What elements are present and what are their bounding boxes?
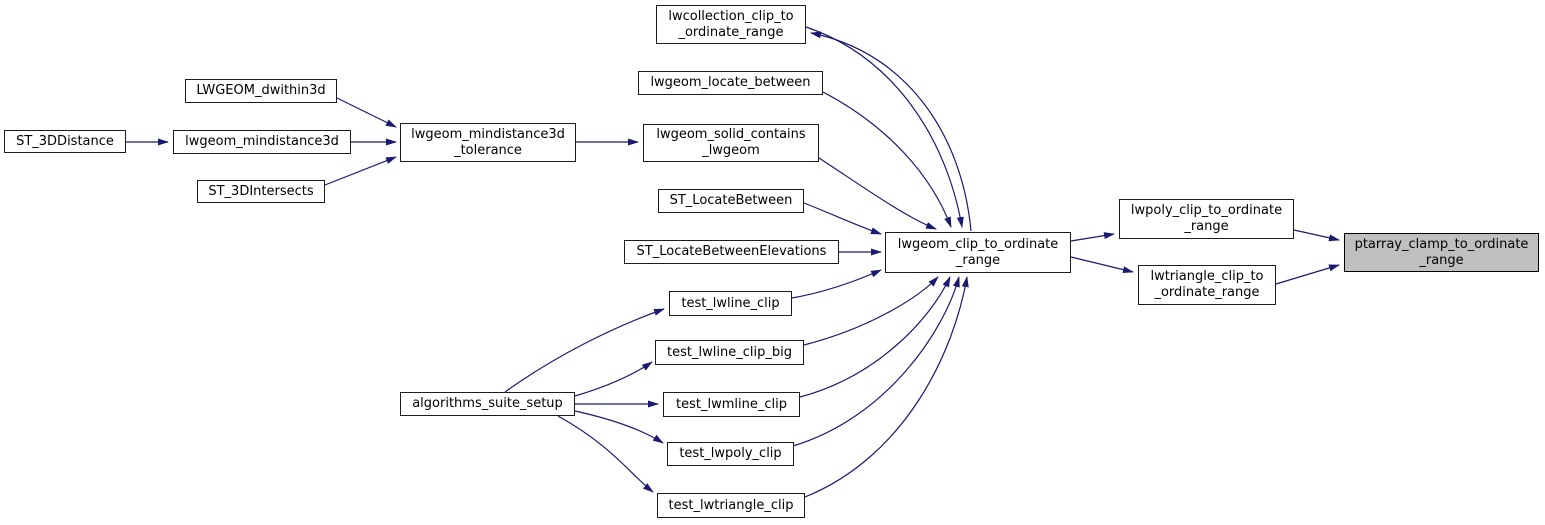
- node-lwgeom-solid-contains-lwgeom[interactable]: lwgeom_solid_contains _lwgeom: [643, 124, 819, 162]
- node-st-locatebetween[interactable]: ST_LocateBetween: [658, 189, 804, 213]
- node-lwgeom-locate-between[interactable]: lwgeom_locate_between: [638, 71, 823, 95]
- node-lwtriangle-clip-to-ordinate-range[interactable]: lwtriangle_clip_to _ordinate_range: [1138, 265, 1276, 305]
- node-test-lwpoly-clip[interactable]: test_lwpoly_clip: [667, 442, 794, 466]
- edge-st3dintersects-to-tolerance: [324, 156, 397, 186]
- node-lwpoly-clip-to-ordinate-range[interactable]: lwpoly_clip_to_ordinate _range: [1119, 199, 1294, 239]
- edge-lwtriangle-clip-to-ptarray-clamp: [1275, 264, 1340, 285]
- edge-lwcollection-to-lwgeom-clip: [805, 26, 964, 228]
- edge-lwgeom-dwithin3d-to-tolerance: [336, 97, 397, 128]
- edge-test-lwtriangle-clip-to-lwgeom-clip: [804, 276, 969, 498]
- edge-test-lwline-clip-to-lwgeom-clip: [791, 269, 882, 299]
- edge-lwpoly-clip-to-ptarray-clamp: [1293, 229, 1340, 242]
- node-st-locatebetweenelevations[interactable]: ST_LocateBetweenElevations: [624, 240, 839, 264]
- node-algorithms-suite-setup[interactable]: algorithms_suite_setup: [400, 392, 575, 416]
- node-lwgeom-clip-to-ordinate-range[interactable]: lwgeom_clip_to_ordinate _range: [885, 232, 1071, 273]
- edge-lwgeom-clip-to-lwtriangle-clip: [1070, 256, 1134, 274]
- node-lwgeom-mindistance3d-tolerance[interactable]: lwgeom_mindistance3d _tolerance: [400, 123, 576, 162]
- node-st-3ddistance[interactable]: ST_3DDistance: [4, 130, 126, 153]
- edge-suite-setup-to-test-lwpoly-clip: [574, 410, 664, 444]
- edge-test-lwline-clip-big-to-lwgeom-clip: [803, 276, 939, 346]
- node-test-lwmline-clip[interactable]: test_lwmline_clip: [663, 392, 800, 417]
- node-test-lwtriangle-clip[interactable]: test_lwtriangle_clip: [657, 493, 805, 518]
- node-ptarray-clamp-to-ordinate-range: ptarray_clamp_to_ordinate _range: [1344, 233, 1539, 272]
- node-test-lwline-clip[interactable]: test_lwline_clip: [669, 291, 792, 316]
- edge-lwgeom-clip-to-lwpoly-clip: [1070, 232, 1115, 242]
- edge-test-lwpoly-clip-to-lwgeom-clip: [792, 276, 960, 447]
- edge-st-locatebetween-to-lwgeom-clip: [803, 202, 882, 235]
- node-lwgeom-dwithin3d[interactable]: LWGEOM_dwithin3d: [185, 79, 337, 103]
- edge-suite-setup-to-test-lwtriangle-clip: [557, 415, 654, 493]
- edge-suite-setup-to-test-lwline-clip-big: [574, 361, 653, 397]
- node-test-lwline-clip-big[interactable]: test_lwline_clip_big: [655, 340, 804, 365]
- node-st-3dintersects[interactable]: ST_3DIntersects: [197, 180, 325, 203]
- edge-solid-contains-to-lwgeom-clip: [818, 157, 937, 230]
- node-lwgeom-mindistance3d[interactable]: lwgeom_mindistance3d: [173, 130, 351, 154]
- edge-lwgeom-clip-to-lwcollection: [810, 31, 972, 232]
- edge-suite-setup-to-test-lwline-clip: [504, 308, 665, 393]
- edge-test-lwmline-clip-to-lwgeom-clip: [799, 276, 951, 398]
- edge-locate-between-to-lwgeom-clip: [822, 91, 952, 228]
- node-lwcollection-clip-to-ordinate-range[interactable]: lwcollection_clip_to _ordinate_range: [656, 5, 806, 44]
